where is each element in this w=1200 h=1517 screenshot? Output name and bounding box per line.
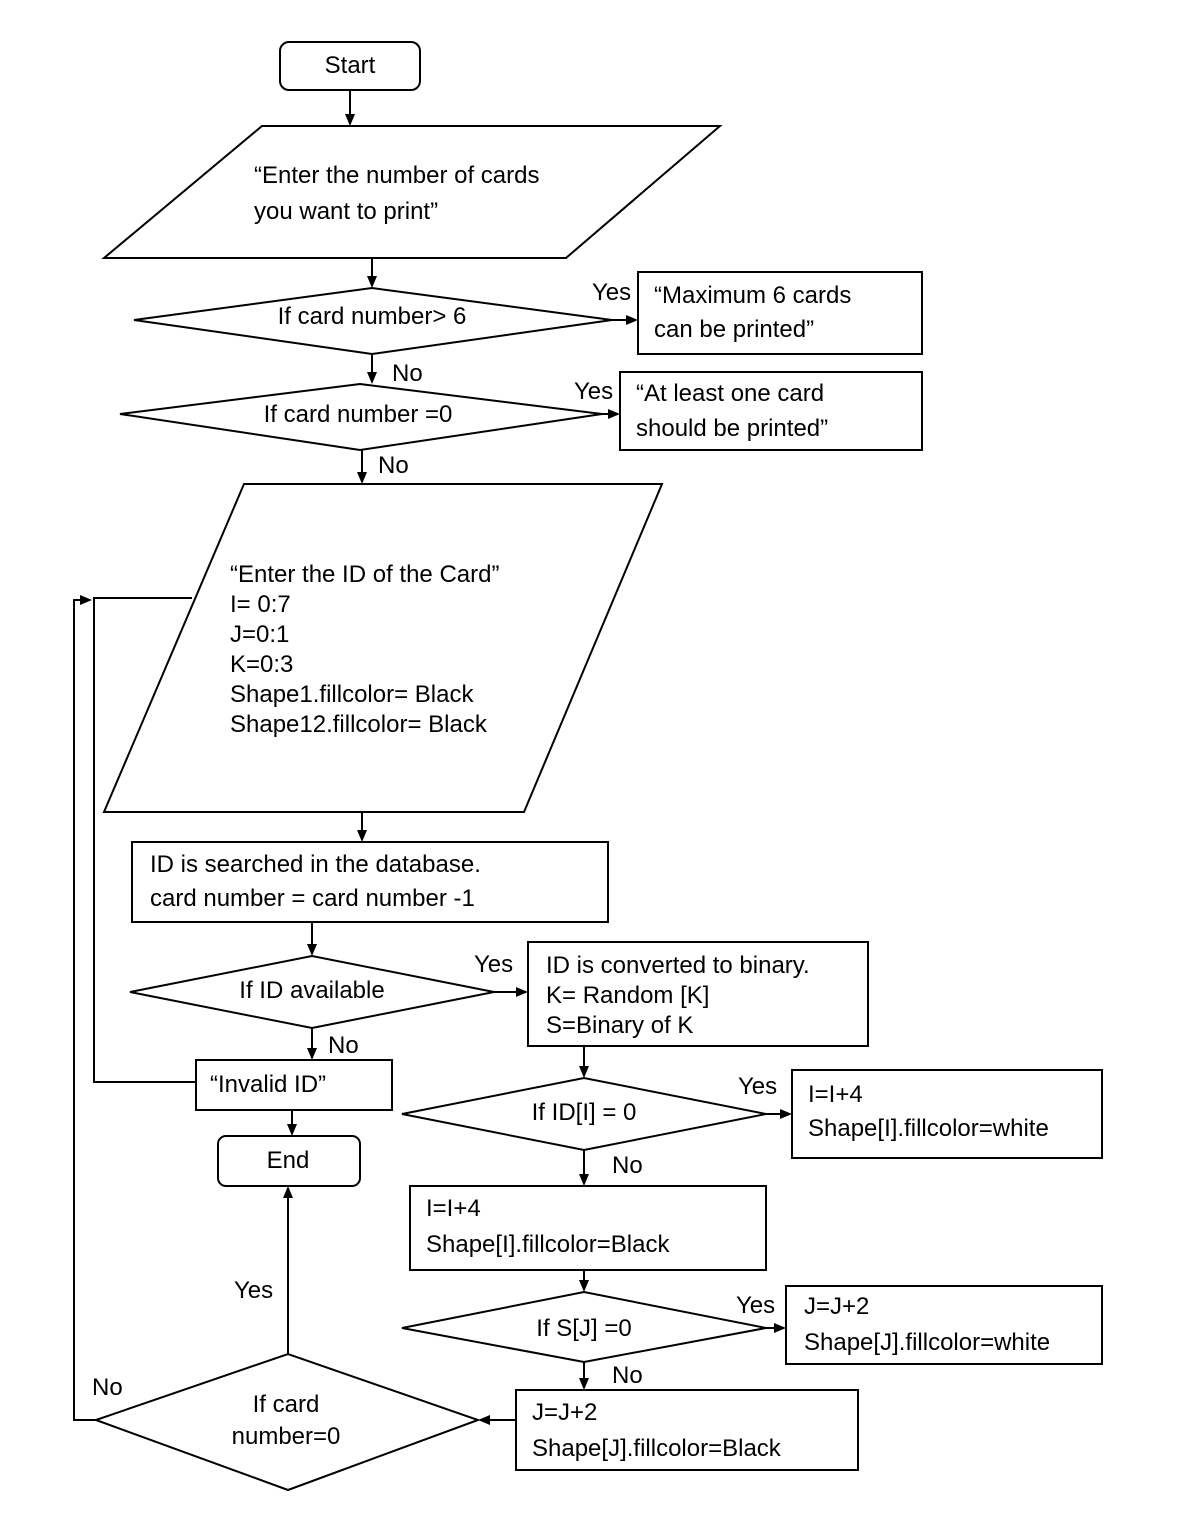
decision-id-available-yes-label: Yes	[474, 951, 513, 978]
id-bit-black-line-2: Shape[I].fillcolor=Black	[426, 1231, 670, 1258]
id-bit-white-box: I=I+4 Shape[I].fillcolor=white	[791, 1069, 1103, 1159]
s-bit-black-line-1: J=J+2	[532, 1399, 597, 1426]
arrow-input-to-max-check	[367, 258, 377, 288]
s-bit-white-line-1: J=J+2	[804, 1293, 869, 1320]
decision-id-bit-yes-label: Yes	[738, 1073, 777, 1100]
id-bit-black-line-1: I=I+4	[426, 1195, 481, 1222]
input-card-id: “Enter the ID of the Card” I= 0:7 J=0:1 …	[102, 483, 664, 813]
decision-s-bit-no-label: No	[612, 1362, 643, 1389]
convert-binary-line-1: ID is converted to binary.	[546, 952, 810, 979]
search-id-box: ID is searched in the database. card num…	[131, 841, 609, 923]
end-node: End	[217, 1135, 361, 1187]
decision-id-bit-no-label: No	[612, 1152, 643, 1179]
decision-zero-cards-no-label: No	[378, 452, 409, 479]
decision-id-available: If ID available Yes No	[129, 951, 513, 1059]
arrow-input-id-to-search	[357, 812, 367, 842]
arrow-available-no	[307, 1028, 317, 1060]
arrow-zero-check-yes	[602, 409, 620, 419]
arrow-start-to-input	[345, 90, 355, 126]
input-card-id-line-1: “Enter the ID of the Card”	[230, 561, 499, 588]
s-bit-black-box: J=J+2 Shape[J].fillcolor=Black	[515, 1389, 859, 1471]
decision-id-available-label: If ID available	[239, 977, 384, 1004]
convert-binary-box: ID is converted to binary. K= Random [K]…	[527, 941, 869, 1047]
convert-binary-line-3: S=Binary of K	[546, 1012, 693, 1039]
id-bit-black-box: I=I+4 Shape[I].fillcolor=Black	[409, 1185, 767, 1271]
decision-id-bit-label: If ID[I] = 0	[532, 1099, 637, 1126]
decision-zero-cards-yes-label: Yes	[574, 378, 613, 405]
decision-zero-cards: If card number =0 Yes No	[119, 378, 613, 479]
arrow-id-bit-no	[579, 1150, 589, 1186]
arrow-id-bit-yes	[766, 1109, 792, 1119]
start-label: Start	[325, 52, 376, 79]
arrow-s-bit-black-to-remaining-check	[478, 1415, 516, 1425]
arrow-max-check-yes	[612, 315, 638, 325]
connectors	[73, 90, 792, 1425]
search-id-line-2: card number = card number -1	[150, 885, 475, 912]
decision-zero-cards-label: If card number =0	[264, 401, 453, 428]
decision-max-cards-label: If card number> 6	[278, 303, 467, 330]
arrow-invalid-loop-back	[93, 597, 196, 1083]
start-node: Start	[279, 41, 421, 91]
input-card-id-line-4: K=0:3	[230, 651, 293, 678]
convert-binary-line-2: K= Random [K]	[546, 982, 709, 1009]
search-id-line-1: ID is searched in the database.	[150, 851, 481, 878]
arrow-convert-to-id-bit-check	[579, 1046, 589, 1078]
max-cards-message-line-2: can be printed”	[654, 316, 814, 343]
decision-max-cards-no-label: No	[392, 360, 423, 387]
invalid-id-box: “Invalid ID”	[195, 1059, 393, 1111]
decision-cards-remaining-no-label: No	[92, 1374, 123, 1401]
end-label: End	[267, 1147, 310, 1174]
s-bit-black-line-2: Shape[J].fillcolor=Black	[532, 1435, 782, 1462]
decision-s-bit: If S[J] =0 Yes No	[401, 1290, 775, 1389]
decision-cards-remaining-line-2: number=0	[232, 1423, 341, 1450]
input-card-id-line-6: Shape12.fillcolor= Black	[230, 711, 488, 738]
arrow-s-bit-no	[579, 1362, 589, 1390]
decision-cards-remaining-yes-label: Yes	[234, 1277, 273, 1304]
max-cards-message-line-1: “Maximum 6 cards	[654, 282, 851, 309]
id-bit-white-line-1: I=I+4	[808, 1081, 863, 1108]
decision-cards-remaining-line-1: If card	[253, 1391, 320, 1418]
decision-s-bit-yes-label: Yes	[736, 1292, 775, 1319]
decision-s-bit-label: If S[J] =0	[536, 1315, 631, 1342]
input-card-id-line-2: I= 0:7	[230, 591, 291, 618]
s-bit-white-box: J=J+2 Shape[J].fillcolor=white	[785, 1285, 1103, 1365]
arrow-available-yes	[494, 987, 528, 997]
input-card-id-line-3: J=0:1	[230, 621, 289, 648]
decision-id-available-no-label: No	[328, 1032, 359, 1059]
arrow-max-check-no	[367, 354, 377, 384]
input-card-id-line-5: Shape1.fillcolor= Black	[230, 681, 474, 708]
max-cards-message-box: “Maximum 6 cards can be printed”	[637, 271, 923, 355]
input-card-count-line-2: you want to print”	[254, 198, 438, 225]
arrow-zero-check-no	[357, 450, 367, 484]
arrow-s-bit-yes	[766, 1323, 786, 1333]
arrow-search-to-available-check	[307, 922, 317, 956]
decision-cards-remaining: If card number=0 Yes No	[92, 1277, 481, 1492]
arrow-invalid-to-end	[287, 1110, 297, 1136]
arrow-remaining-yes-to-end	[283, 1186, 293, 1354]
arrow-remaining-no-loop-back	[73, 595, 96, 1421]
arrow-id-bit-black-to-s-check	[579, 1270, 589, 1292]
zero-cards-message-line-2: should be printed”	[636, 415, 828, 442]
id-bit-white-line-2: Shape[I].fillcolor=white	[808, 1115, 1049, 1142]
decision-max-cards-yes-label: Yes	[592, 279, 631, 306]
decision-id-bit: If ID[I] = 0 Yes No	[401, 1073, 777, 1179]
decision-max-cards: If card number> 6 Yes No	[133, 279, 631, 387]
input-card-count-line-1: “Enter the number of cards	[254, 162, 539, 189]
s-bit-white-line-2: Shape[J].fillcolor=white	[804, 1329, 1050, 1356]
zero-cards-message-box: “At least one card should be printed”	[619, 371, 923, 451]
zero-cards-message-line-1: “At least one card	[636, 380, 824, 407]
invalid-id-label: “Invalid ID”	[210, 1071, 326, 1098]
input-card-count: “Enter the number of cards you want to p…	[101, 125, 723, 259]
